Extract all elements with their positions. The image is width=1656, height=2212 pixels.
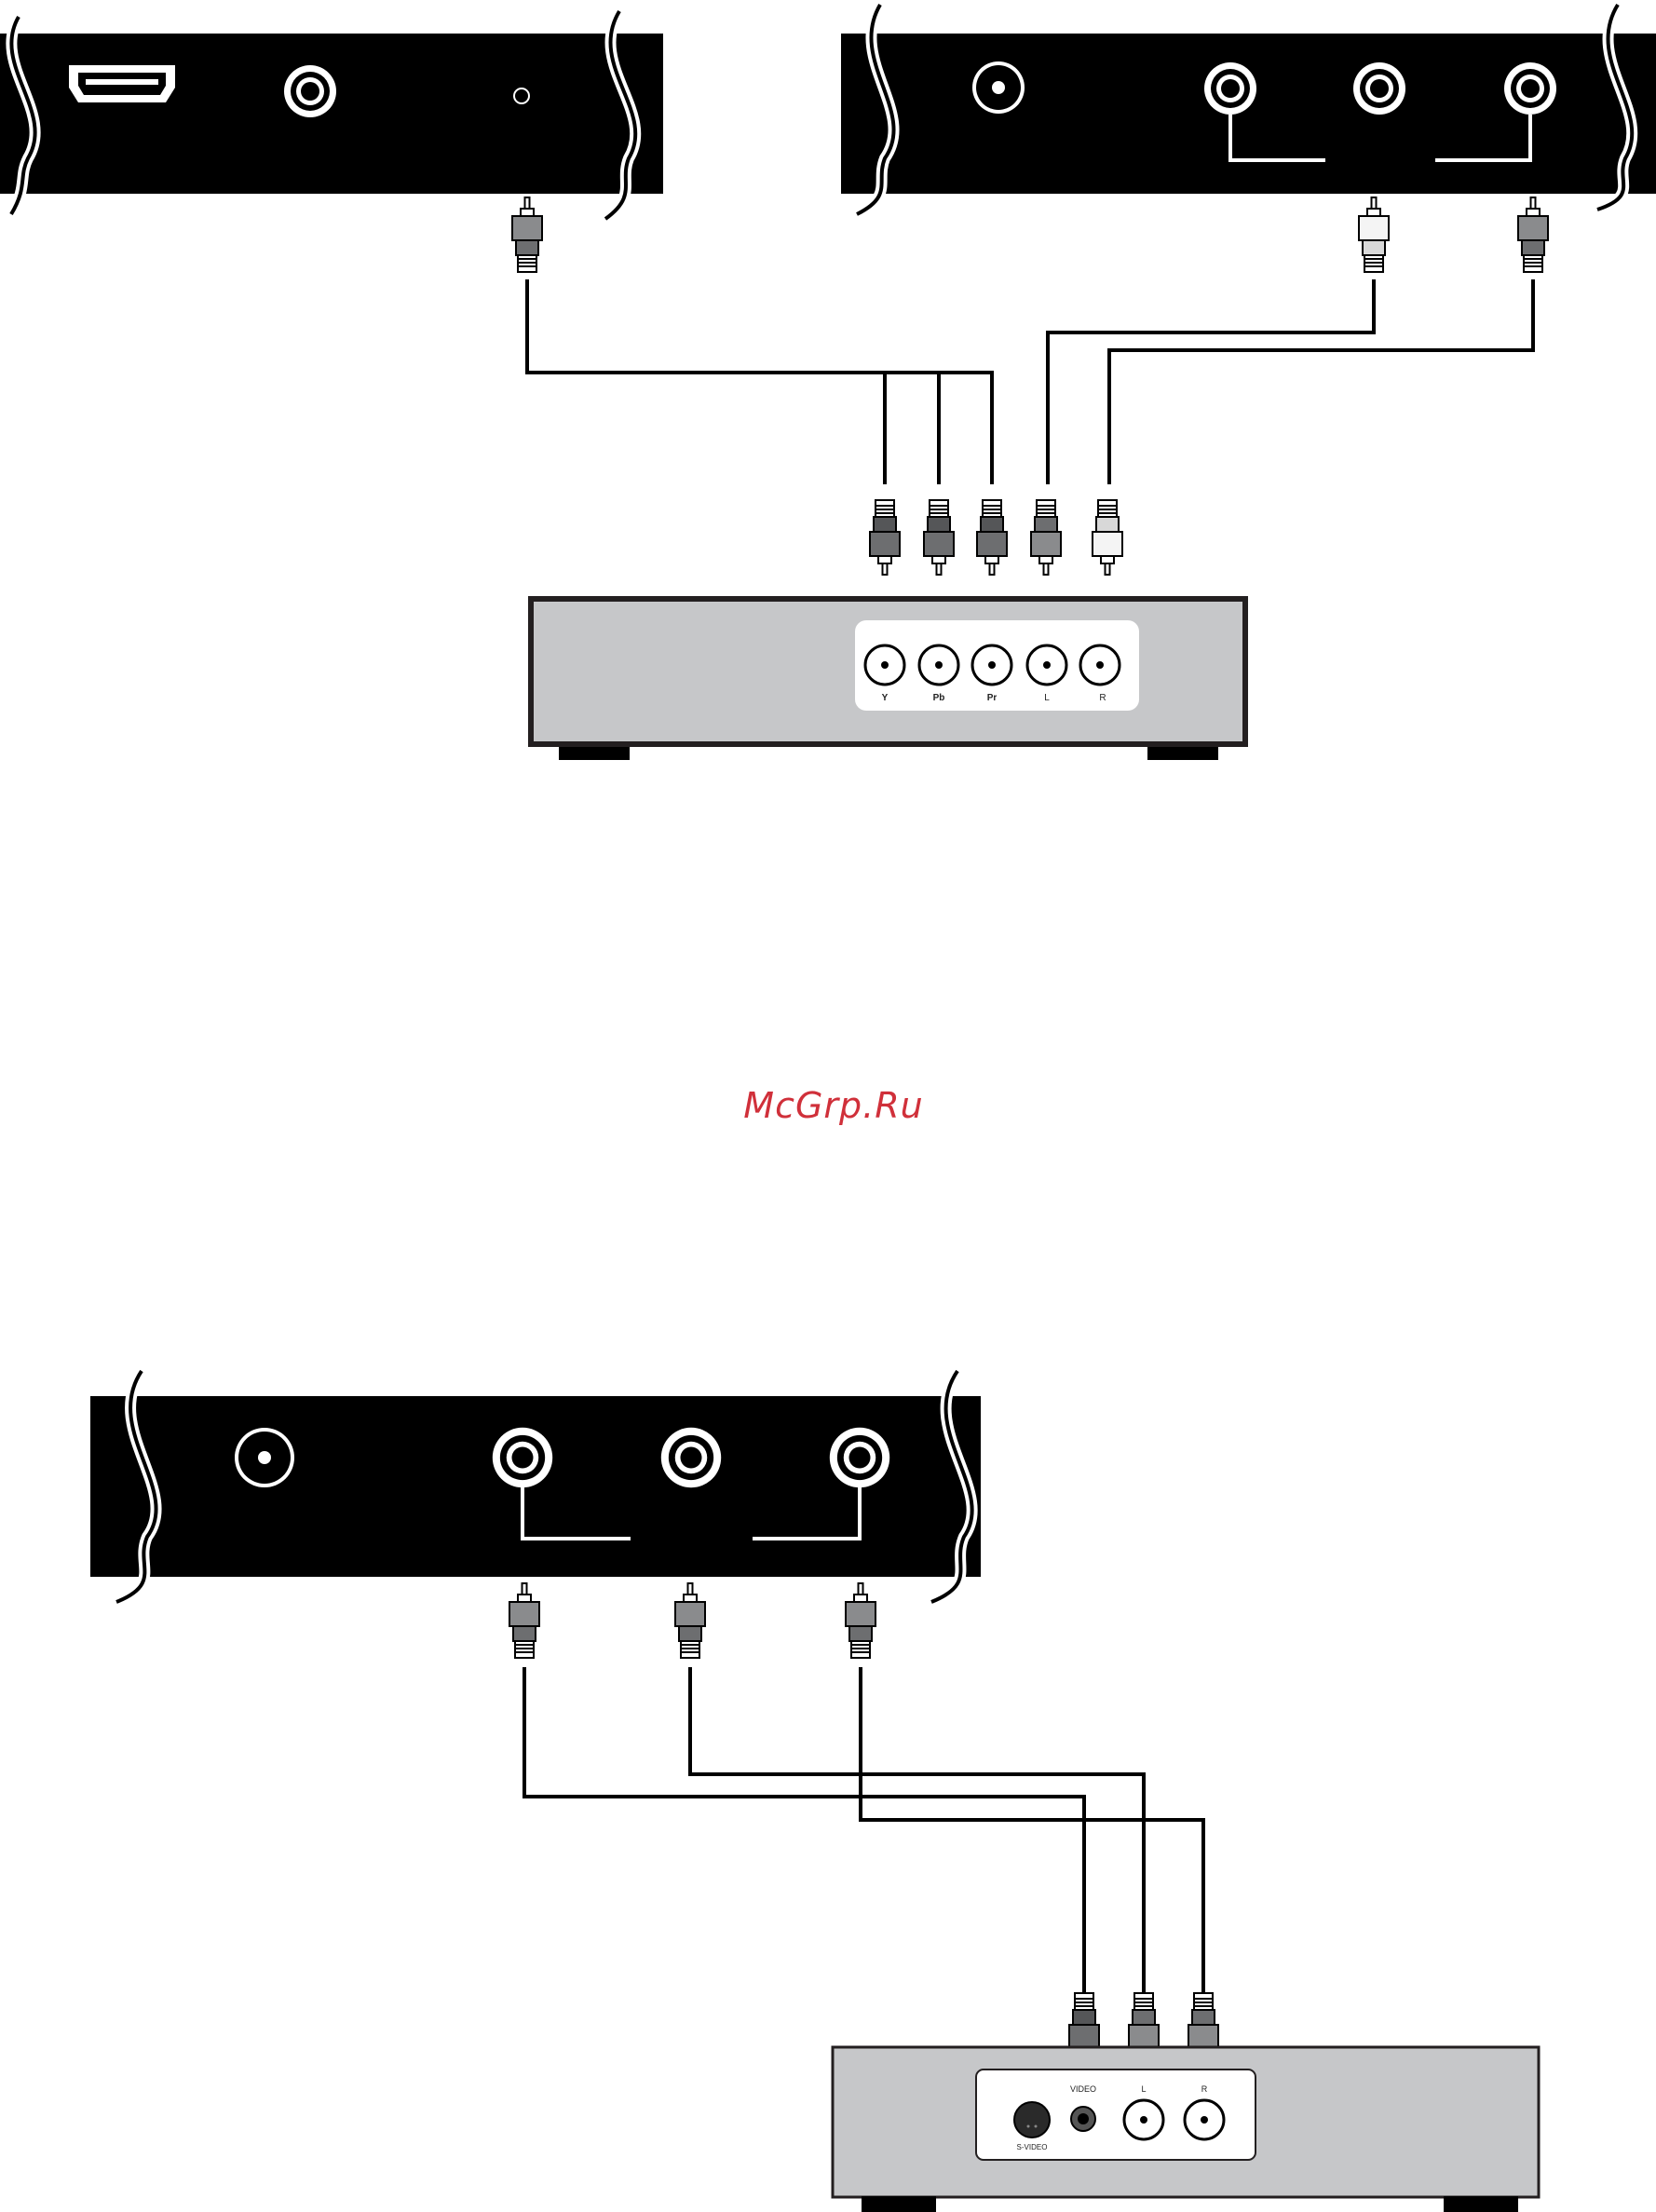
jack-video bbox=[1071, 2107, 1095, 2131]
jack-r bbox=[1080, 645, 1120, 685]
rca-plug bbox=[675, 1583, 705, 1658]
antenna-jack bbox=[235, 1428, 294, 1487]
rca-plug bbox=[509, 1583, 539, 1658]
jack-l bbox=[1027, 645, 1066, 685]
jack-l bbox=[1124, 2100, 1163, 2139]
rca-jack bbox=[284, 65, 336, 117]
source-panel-left bbox=[0, 11, 663, 219]
receiver-device: VIDEO L R S-VIDEO bbox=[833, 2047, 1539, 2212]
jack-pb bbox=[919, 645, 958, 685]
s-video-jack bbox=[1014, 2102, 1050, 2137]
port-label-y: Y bbox=[882, 693, 889, 703]
rca-jack bbox=[1204, 62, 1256, 115]
rca-jack bbox=[1504, 62, 1556, 115]
jack-r bbox=[1185, 2100, 1224, 2139]
cables bbox=[527, 279, 1533, 484]
hdmi-port-icon bbox=[69, 65, 175, 102]
port-label-pr: Pr bbox=[987, 693, 998, 703]
port-label-l: L bbox=[1044, 693, 1050, 703]
receiver-device: Y Pb Pr L R bbox=[531, 599, 1245, 760]
rca-plug bbox=[977, 500, 1007, 575]
antenna-jack bbox=[972, 61, 1025, 114]
rca-plug bbox=[1359, 197, 1389, 272]
jack-y bbox=[865, 645, 904, 685]
diagram-component-connection: Y Pb Pr L R bbox=[0, 5, 1656, 760]
rca-plug bbox=[1518, 197, 1548, 272]
rca-jack bbox=[1353, 62, 1405, 115]
source-panel-right bbox=[841, 5, 1656, 214]
rca-jack bbox=[493, 1428, 552, 1487]
port-label-video: VIDEO bbox=[1070, 2084, 1096, 2094]
source-panel bbox=[90, 1371, 981, 1602]
diagram-composite-connection: VIDEO L R S-VIDEO bbox=[90, 1371, 1539, 2212]
rca-plug bbox=[1093, 500, 1122, 575]
rca-plug bbox=[846, 1583, 876, 1658]
port-label-r: R bbox=[1099, 693, 1106, 703]
rca-plug bbox=[924, 500, 954, 575]
rca-jack bbox=[661, 1428, 721, 1487]
rca-plug bbox=[1031, 500, 1061, 575]
port-label-l: L bbox=[1141, 2084, 1146, 2094]
port-label-r: R bbox=[1201, 2084, 1208, 2094]
watermark-text: McGrp.Ru bbox=[743, 1085, 923, 1126]
port-label-pb: Pb bbox=[933, 693, 945, 703]
jack-pr bbox=[972, 645, 1011, 685]
cables bbox=[524, 1667, 1203, 1993]
port-label-s-video: S-VIDEO bbox=[1017, 2143, 1048, 2151]
rca-plug bbox=[512, 197, 542, 272]
rca-jack bbox=[830, 1428, 889, 1487]
rca-plug bbox=[870, 500, 900, 575]
